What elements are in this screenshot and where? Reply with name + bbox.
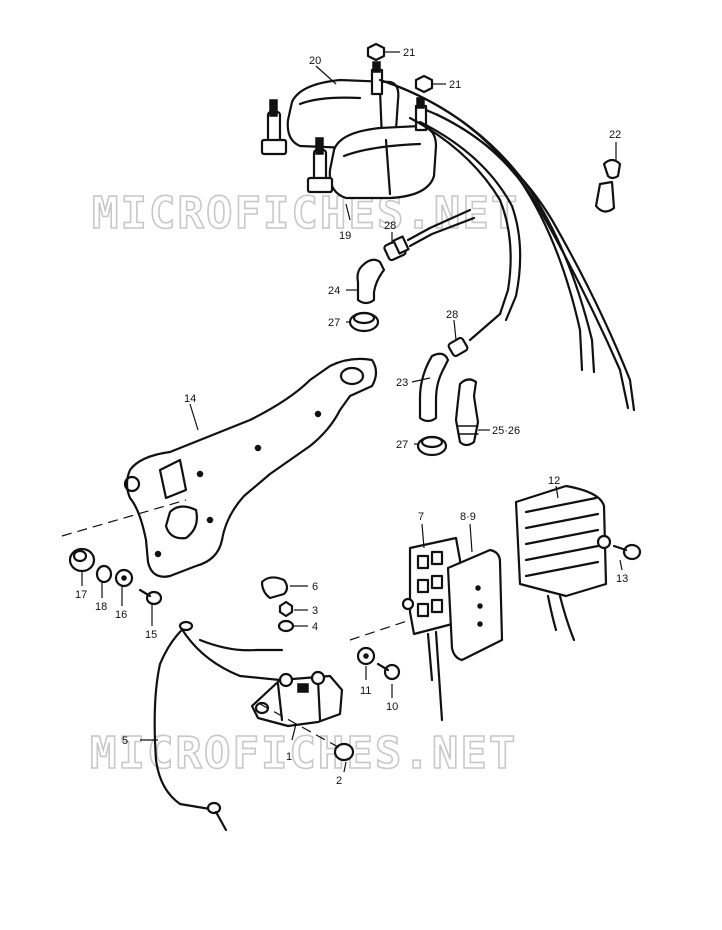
washer-16: [114, 568, 134, 588]
callout-12: 12: [548, 475, 560, 487]
callout-18: 18: [95, 601, 107, 613]
callout-3: 3: [312, 605, 318, 617]
callout-20: 20: [309, 55, 321, 67]
washer-4: [277, 619, 295, 633]
boot-6: [260, 576, 289, 600]
screw-15: [138, 588, 163, 606]
screw-2: [333, 742, 355, 762]
nut-21-lower: [414, 74, 434, 94]
washer-11: [356, 646, 376, 666]
callout-25-26: 25·26: [492, 425, 520, 437]
connector-28-upper: [383, 235, 410, 262]
plug-cap-25-26: [454, 378, 480, 447]
screw-10: [376, 662, 401, 681]
callout-16: 16: [115, 609, 127, 621]
callout-15: 15: [145, 629, 157, 641]
screw-13: [612, 543, 642, 561]
callout-19: 19: [339, 230, 351, 242]
grommet-17: [68, 547, 96, 573]
ignition-coil-lower: [306, 97, 438, 200]
callout-27-lower: 27: [396, 439, 408, 451]
callout-22: 22: [609, 129, 621, 141]
callout-2: 2: [336, 775, 342, 787]
nut-3: [278, 600, 294, 618]
callout-7: 7: [418, 511, 424, 523]
starter-cable-5: [153, 620, 284, 832]
fuse-box-mounting-line: [349, 619, 411, 641]
callout-21-lower: 21: [449, 79, 461, 91]
callout-13: 13: [616, 573, 628, 585]
watermark-top: MICROFICHES.NET: [92, 188, 519, 239]
watermark-bottom: MICROFICHES.NET: [90, 728, 517, 779]
callout-6: 6: [312, 581, 318, 593]
callout-5: 5: [122, 735, 128, 747]
leader-lines: [81, 51, 623, 773]
callout-23: 23: [396, 377, 408, 389]
high-tension-leads: [378, 78, 636, 412]
starter-relay-1: [250, 670, 344, 728]
cover-27-lower: [416, 435, 448, 457]
fuse-cover-8-9: [446, 548, 504, 662]
collar-18: [95, 564, 113, 584]
callout-10: 10: [386, 701, 398, 713]
nut-21-upper: [366, 42, 386, 62]
plug-cap-23: [418, 352, 450, 423]
callout-11: 11: [360, 685, 371, 697]
callout-28-lower: 28: [446, 309, 458, 321]
connector-28-lower: [447, 336, 469, 358]
callout-21-upper: 21: [403, 47, 415, 59]
fuse-box-7: [401, 536, 462, 722]
bracket-mounting-line: [61, 499, 187, 537]
callout-labels: 21 21 20 19 22 28 24 27 28 23 27 25·26 1…: [75, 47, 628, 787]
regulator-12: [514, 484, 612, 642]
callout-1: 1: [286, 751, 292, 763]
callout-14: 14: [184, 393, 196, 405]
callout-4: 4: [312, 621, 318, 633]
callout-24: 24: [328, 285, 340, 297]
callout-28-upper: 28: [384, 220, 396, 232]
bracket-14: [123, 357, 378, 578]
cover-27-upper: [348, 311, 380, 333]
callout-27-upper: 27: [328, 317, 340, 329]
callout-8-9: 8·9: [460, 511, 476, 523]
clamp-22: [594, 158, 622, 213]
plug-cap-24: [356, 258, 386, 305]
callout-17: 17: [75, 589, 87, 601]
